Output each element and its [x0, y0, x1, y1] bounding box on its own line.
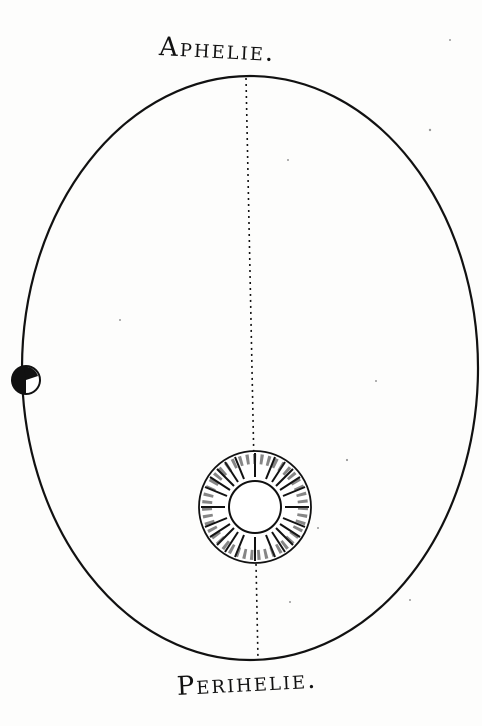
sun-icon: [199, 451, 311, 563]
planet-icon: [12, 366, 40, 394]
aphelion-label: Aphelie.: [158, 32, 276, 68]
apsidal-line: [246, 78, 258, 660]
orbit-ellipse: [22, 76, 478, 660]
